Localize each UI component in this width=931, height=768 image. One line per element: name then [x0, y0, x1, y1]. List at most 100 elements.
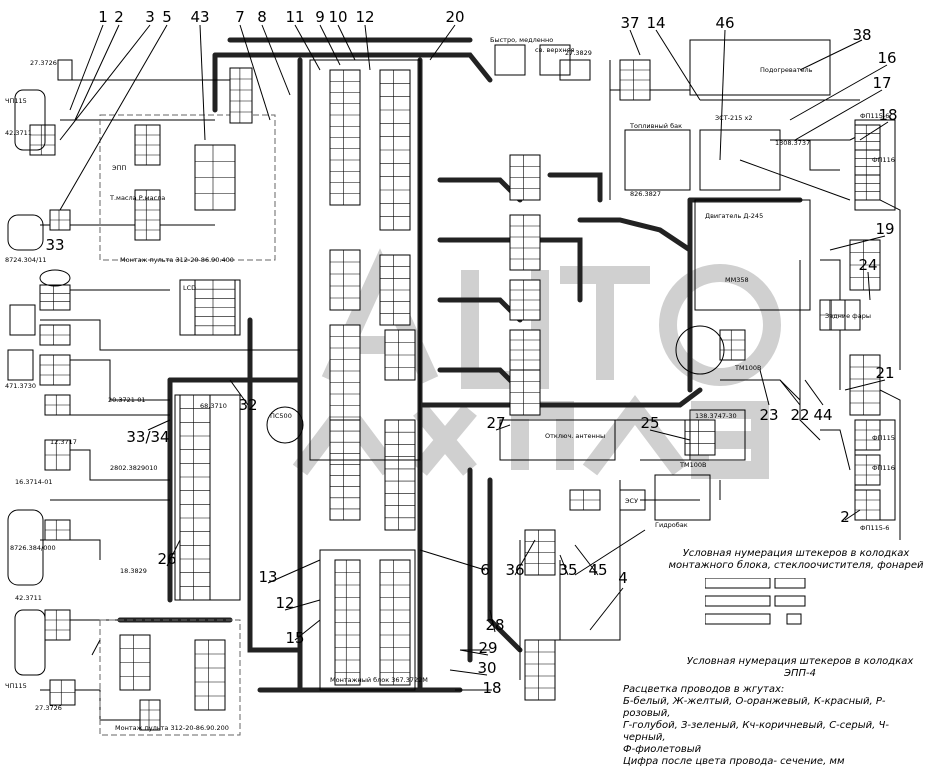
- label-27-3726-bot: 27.3726: [35, 704, 62, 712]
- connector-block: [854, 489, 881, 521]
- callout-number: 18: [878, 106, 897, 124]
- ip115-top: [57, 59, 73, 81]
- glow-plugs: [699, 129, 781, 191]
- connector-block: [39, 354, 71, 386]
- callout-number: 14: [646, 14, 665, 32]
- callout-number: 3: [145, 8, 155, 26]
- label-fp115-6-bot: ФП115-6: [860, 524, 889, 532]
- lamp-side: [9, 304, 36, 336]
- label-montazh-bot: Монтаж пульта 312-20-86.90.200: [115, 724, 229, 732]
- label-27-3726-top: 27.3726: [30, 59, 57, 67]
- ps500-gauge: [266, 406, 304, 444]
- callout-number: 25: [640, 414, 659, 432]
- label-8724: 8724.304/11: [5, 256, 46, 264]
- label-fp115: ФП115: [872, 434, 895, 442]
- legend-title-2: монтажного блока, стеклоочистителя, фона…: [668, 560, 924, 571]
- callout-leaders: [59, 24, 889, 691]
- label-27-3829: 27.3829: [565, 49, 592, 57]
- headlamp-42-3711-bot: [14, 609, 46, 676]
- callout-number: 27: [486, 414, 505, 432]
- callout-number: 1: [98, 8, 108, 26]
- callout-number: 26: [157, 550, 176, 568]
- connector-block: [134, 189, 161, 241]
- callout-number: 2: [840, 508, 850, 526]
- label-42-3711-bot: 42.3711: [15, 594, 42, 602]
- relay-27-3829: [559, 59, 591, 81]
- callout-number: 18: [482, 679, 501, 697]
- label-20-3721: 20.3721-01: [108, 396, 146, 404]
- callout-number: 37: [620, 14, 639, 32]
- callout-number: 24: [858, 256, 877, 274]
- label-68-3710: 68.3710: [200, 402, 227, 410]
- rear-lights: [829, 299, 861, 331]
- callout-number: 22: [790, 406, 809, 424]
- callout-number: 16: [877, 49, 896, 67]
- label-tm100v: ТМ100В: [734, 364, 761, 372]
- connector-block: [44, 609, 71, 641]
- label-dvigatel: Двигатель Д-245: [705, 212, 763, 220]
- callout-number: 6: [480, 561, 490, 579]
- callout-number: 32: [238, 396, 257, 414]
- panel-200-outline: [99, 619, 241, 736]
- fuel-tank: [624, 129, 691, 191]
- callout-number: 21: [875, 364, 894, 382]
- callout-number: 13: [258, 568, 277, 586]
- label-12-3717: 12.3717: [50, 438, 77, 446]
- label-fp116-2: ФП116: [872, 464, 895, 472]
- callout-number: 2: [114, 8, 124, 26]
- callout-number: 45: [588, 561, 607, 579]
- callout-number: 35: [558, 561, 577, 579]
- connector-block: [179, 394, 211, 601]
- headlamp-8726: [7, 509, 44, 586]
- connector-block: [194, 639, 226, 711]
- heater: [689, 39, 831, 96]
- switch-fast-slow: [494, 44, 526, 76]
- label-sv-verkhn: св. верхняя: [535, 46, 574, 54]
- horn-8724: [7, 214, 44, 251]
- label-2802: 2802.3829010: [110, 464, 158, 472]
- callout-number: 9: [315, 8, 325, 26]
- callout-number: 5: [162, 8, 172, 26]
- label-lcd: LCD: [183, 284, 196, 292]
- label-42-3711-top: 42.3711: [5, 129, 32, 137]
- connector-block: [329, 249, 361, 311]
- connector-blocks: [29, 59, 881, 731]
- legend: Условная нумерация штекеров в колодках м…: [665, 548, 927, 572]
- main-block-upper: [309, 59, 421, 461]
- connector-block: [229, 67, 253, 124]
- callout-number: 17: [872, 74, 891, 92]
- callout-number: 12: [275, 594, 294, 612]
- label-epp: ЭПП: [112, 164, 126, 172]
- headlamp-42-3711-top: [14, 89, 46, 151]
- callout-number: 23: [759, 406, 778, 424]
- label-18-3829: 18.3829: [120, 567, 147, 575]
- callout-number: 19: [875, 220, 894, 238]
- legend-colors-line3: Ф-фиолетовый: [623, 744, 702, 755]
- label-gidrobak: Гидробак: [655, 521, 688, 529]
- callout-number: 38: [852, 26, 871, 44]
- callout-number: 36: [505, 561, 524, 579]
- block-68-3710: [174, 394, 241, 601]
- engine-d245: [694, 199, 811, 311]
- connector-block: [854, 454, 881, 486]
- connector-block: [854, 174, 881, 201]
- callout-number: 30: [477, 659, 496, 677]
- connector-block: [384, 419, 416, 531]
- legend-colors-line4: Цифра после цвета провода- сечение, мм: [623, 756, 845, 767]
- hydro-tank: [654, 474, 711, 521]
- label-zst: ЗСТ-215 x2: [715, 114, 752, 122]
- label-1308: 1308.3737: [775, 139, 810, 147]
- label-8726: 8726.384/000: [10, 544, 56, 552]
- connector-block: [39, 284, 71, 311]
- label-zadnie: Задние фары: [825, 312, 871, 320]
- label-montazh-top: Монтаж пульта 312-20-86.90.400: [120, 256, 234, 264]
- plug-icons: [704, 577, 806, 625]
- legend-colors-line1: Б-белый, Ж-желтый, О-оранжевый, К-красны…: [623, 696, 886, 719]
- callout-number: 33/34: [126, 428, 169, 446]
- label-fp115-6-top: ФП115-6: [860, 112, 889, 120]
- fp115-top-group: [854, 119, 896, 211]
- legend-title-3: Условная нумерация штекеров в колодках Э…: [686, 656, 914, 679]
- label-tm100v-2: ТМ100В: [679, 461, 706, 469]
